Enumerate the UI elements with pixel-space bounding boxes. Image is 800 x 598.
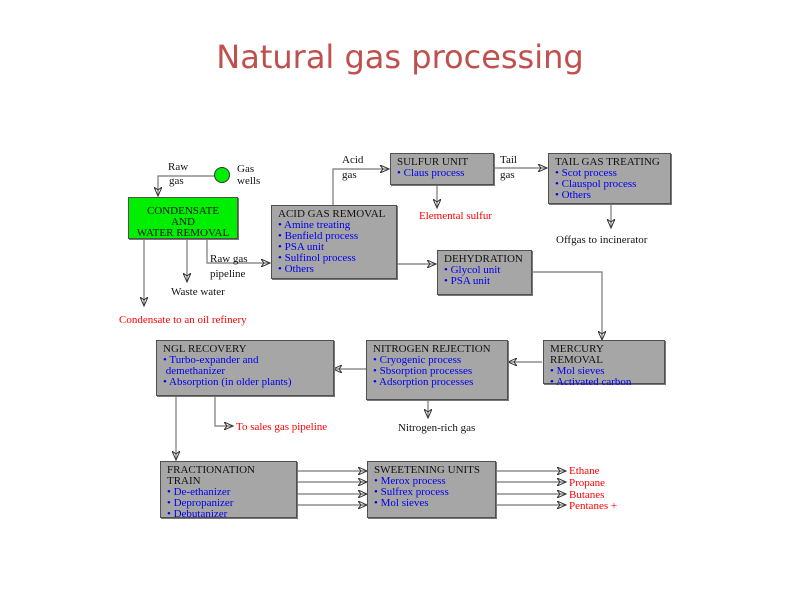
box-item: • Clauspol process <box>555 178 637 190</box>
fractionation-train-box: FRACTIONATION TRAIN • De-ethanizer • Dep… <box>160 461 297 520</box>
sales-gas-label: To sales gas pipeline <box>236 421 328 433</box>
box-header: SWEETENING UNITS <box>374 464 481 476</box>
gas-well-icon <box>214 167 230 183</box>
offgas-label: Offgas to incinerator <box>556 234 648 246</box>
page-title: Natural gas processing <box>216 38 584 76</box>
box-line: WATER REMOVAL <box>136 227 230 239</box>
box-item: • Amine treating <box>278 219 351 231</box>
arrow-raw-gas-pipeline <box>206 238 270 263</box>
raw-gas-pipeline-label-1: Raw gas <box>210 253 248 265</box>
raw-gas-label-2: gas <box>169 175 184 187</box>
ngl-recovery-box: NGL RECOVERY • Turbo-expander and demeth… <box>156 340 334 396</box>
arrow-sales-gas <box>214 395 233 426</box>
box-item: • Sulfrex process <box>374 486 449 498</box>
box-header: NITROGEN REJECTION <box>373 343 491 355</box>
waste-water-label: Waste water <box>171 286 225 298</box>
box-header: SULFUR UNIT <box>397 156 469 168</box>
box-item: demethanizer <box>163 365 225 377</box>
box-item: • Depropanizer <box>167 497 234 509</box>
box-header: FRACTIONATION TRAIN <box>167 464 255 487</box>
mercury-removal-box: MERCURY REMOVAL • Mol sieves • Activated… <box>543 340 665 388</box>
box-item: • Debutanizer <box>167 508 228 520</box>
product-ethane-label: Ethane <box>569 465 600 477</box>
box-line: AND <box>171 216 195 228</box>
box-item: • Claus process <box>397 167 465 179</box>
arrow-acid-gas <box>332 169 389 205</box>
arrow-to-mercury <box>532 271 602 340</box>
box-item: • De-ethanizer <box>167 486 231 498</box>
tail-gas-label-1: Tail <box>500 154 517 166</box>
arrow-raw-gas <box>158 175 214 196</box>
sulfur-unit-box: SULFUR UNIT • Claus process <box>390 153 494 185</box>
box-item: • Activated carbon <box>550 376 632 388</box>
box-item: • Others <box>555 189 591 201</box>
condensate-refinery-label: Condensate to an oil refinery <box>119 314 247 326</box>
gas-wells-label-2: wells <box>237 175 261 187</box>
box-item: • Merox process <box>374 475 446 487</box>
tail-gas-label-2: gas <box>500 169 515 181</box>
raw-gas-label-1: Raw <box>168 161 189 173</box>
box-item: • Others <box>278 263 314 275</box>
product-butanes-label: Butanes <box>569 489 605 501</box>
acid-gas-removal-box: ACID GAS REMOVAL • Amine treating • Benf… <box>271 205 397 279</box>
gas-wells-label-1: Gas <box>237 163 255 175</box>
box-item: • PSA unit <box>278 241 325 253</box>
box-item: • Sulfinol process <box>278 252 356 264</box>
box-item: • Mol sieves <box>374 497 429 509</box>
acid-gas-label-1: Acid <box>342 154 364 166</box>
dehydration-box: DEHYDRATION • Glycol unit • PSA unit <box>437 250 532 295</box>
raw-gas-pipeline-label-2: pipeline <box>210 268 246 280</box>
box-item: • Cryogenic process <box>373 354 462 366</box>
acid-gas-label-2: gas <box>342 169 357 181</box>
sweetening-units-box: SWEETENING UNITS • Merox process • Sulfr… <box>367 461 496 518</box>
product-propane-label: Propane <box>569 477 606 489</box>
box-header: DEHYDRATION <box>444 253 523 265</box>
nitrogen-rich-gas-label: Nitrogen-rich gas <box>398 422 476 434</box>
nitrogen-rejection-box: NITROGEN REJECTION • Cryogenic process •… <box>366 340 508 400</box>
box-item: • Mol sieves <box>550 365 605 377</box>
box-item: • Scot process <box>555 167 617 179</box>
tail-gas-treating-box: TAIL GAS TREATING • Scot process • Claus… <box>548 153 671 204</box>
box-header: TAIL GAS TREATING <box>555 156 660 168</box>
elemental-sulfur-label: Elemental sulfur <box>419 210 493 222</box>
box-item: • Glycol unit <box>444 264 501 276</box>
product-pentanes-label: Pentanes + <box>569 500 618 512</box>
condensate-water-removal-box: CONDENSATE AND WATER REMOVAL <box>128 197 238 239</box>
box-item: • Absorption (in older plants) <box>163 376 292 388</box>
box-header: MERCURY REMOVAL <box>550 343 604 366</box>
box-item: • Sbsorption processes <box>373 365 473 377</box>
box-item: • Benfield process <box>278 230 359 242</box>
box-item: • Turbo-expander and <box>163 354 259 366</box>
box-line: CONDENSATE <box>146 205 220 217</box>
box-header: NGL RECOVERY <box>163 343 247 355</box>
box-item: • Adsorption processes <box>373 376 474 388</box>
box-item: • PSA unit <box>444 275 491 287</box>
box-header: ACID GAS REMOVAL <box>278 208 386 220</box>
